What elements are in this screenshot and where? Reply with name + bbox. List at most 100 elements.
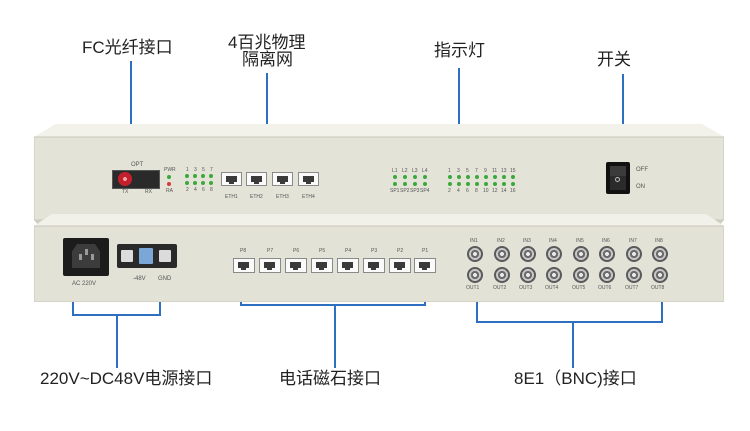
eth-port-1[interactable]: [221, 172, 242, 186]
fiber-fc-port[interactable]: [118, 172, 132, 186]
phone-port-p2[interactable]: [389, 258, 411, 273]
eth-led: [209, 174, 213, 178]
e1-led: [511, 182, 515, 186]
bnc-in-5[interactable]: [573, 246, 589, 262]
ac-pin-icon: [85, 249, 88, 255]
dc-terminal-block[interactable]: [117, 244, 177, 268]
eth-port-2[interactable]: [246, 172, 267, 186]
e1-led: [448, 175, 452, 179]
eth-led: [193, 181, 197, 185]
bnc-in-label: IN8: [655, 238, 663, 244]
e1-led-label: 1: [448, 168, 451, 174]
callout-bracket-power: [72, 292, 74, 316]
callout-switch: 开关: [597, 50, 631, 69]
bnc-out-label: OUT1: [466, 285, 480, 291]
bnc-out-label: OUT4: [545, 285, 559, 291]
ac-pin-icon: [79, 254, 82, 260]
ac-socket-inner: [72, 244, 100, 268]
power-switch[interactable]: [610, 166, 626, 190]
e1-led: [457, 182, 461, 186]
bnc-in-4[interactable]: [546, 246, 562, 262]
e1-led: [484, 182, 488, 186]
e1-led-label: 3: [457, 168, 460, 174]
callout-phone: 电话磁石接口: [279, 369, 381, 388]
eth-led: [201, 181, 205, 185]
e1-led-label: 11: [492, 168, 498, 174]
e1-led-label: 6: [466, 188, 469, 194]
phone-port-label: P1: [422, 248, 429, 254]
pwr-led: [167, 175, 171, 179]
sfp-led-label: L4: [422, 168, 428, 174]
phone-port-label: P6: [293, 248, 300, 254]
e1-led: [457, 175, 461, 179]
ra-label: RA: [166, 188, 173, 194]
sfp-led-label: L3: [412, 168, 418, 174]
phone-port-p4[interactable]: [337, 258, 359, 273]
sfp-led: [413, 175, 417, 179]
bnc-out-label: OUT3: [519, 285, 533, 291]
bnc-out-1[interactable]: [467, 267, 483, 283]
eth-port-4[interactable]: [298, 172, 319, 186]
phone-port-p7[interactable]: [259, 258, 281, 273]
callout-eth-phys-line1: 4百兆物理: [228, 33, 306, 52]
bnc-in-label: IN5: [576, 238, 584, 244]
rx-label: RX: [145, 189, 152, 195]
e1-led-label: 12: [492, 188, 498, 194]
bnc-out-6[interactable]: [599, 267, 615, 283]
bnc-in-label: IN3: [523, 238, 531, 244]
dc-label: -48V: [133, 276, 146, 282]
sfp-led: [403, 182, 407, 186]
callout-line-eth: [266, 73, 268, 171]
eth-led: [185, 174, 189, 178]
callout-line-switch: [622, 74, 624, 168]
e1-led: [484, 175, 488, 179]
bnc-in-8[interactable]: [652, 246, 668, 262]
bnc-out-4[interactable]: [546, 267, 562, 283]
bnc-out-label: OUT7: [625, 285, 639, 291]
phone-port-p3[interactable]: [363, 258, 385, 273]
bnc-in-3[interactable]: [520, 246, 536, 262]
e1-led: [466, 182, 470, 186]
eth-led: [201, 174, 205, 178]
eth-led-label: 2: [186, 187, 189, 193]
bnc-out-2[interactable]: [494, 267, 510, 283]
terminal-screw-icon: [139, 248, 153, 264]
pwr-label: PWR: [164, 167, 176, 173]
sfp-led: [403, 175, 407, 179]
bnc-out-5[interactable]: [573, 267, 589, 283]
e1-led-label: 9: [484, 168, 487, 174]
bnc-in-7[interactable]: [626, 246, 642, 262]
phone-port-p6[interactable]: [285, 258, 307, 273]
eth-port-label: ETH2: [250, 194, 263, 200]
ac-power-socket[interactable]: [63, 238, 109, 276]
bnc-in-1[interactable]: [467, 246, 483, 262]
e1-led-label: 5: [466, 168, 469, 174]
eth-led-label: 8: [210, 187, 213, 193]
sfp-led: [393, 175, 397, 179]
eth-port-3[interactable]: [272, 172, 293, 186]
sfp-led-label: L1: [392, 168, 398, 174]
bnc-out-3[interactable]: [520, 267, 536, 283]
e1-led-label: 2: [448, 188, 451, 194]
callout-e1: 8E1（BNC)接口: [514, 369, 637, 388]
bnc-in-2[interactable]: [494, 246, 510, 262]
phone-port-p8[interactable]: [233, 258, 255, 273]
sfp-led: [393, 182, 397, 186]
eth-port-label: ETH1: [225, 194, 238, 200]
bnc-in-6[interactable]: [599, 246, 615, 262]
e1-led-label: 16: [510, 188, 516, 194]
phone-port-p1[interactable]: [414, 258, 436, 273]
e1-led: [502, 182, 506, 186]
eth-port-label: ETH3: [276, 194, 289, 200]
eth-led: [193, 174, 197, 178]
callout-bracket-e1: [476, 293, 478, 323]
e1-led: [502, 175, 506, 179]
bnc-out-7[interactable]: [626, 267, 642, 283]
e1-led: [466, 175, 470, 179]
bnc-out-8[interactable]: [652, 267, 668, 283]
e1-led: [493, 175, 497, 179]
phone-port-p5[interactable]: [311, 258, 333, 273]
eth-led-label: 4: [194, 187, 197, 193]
eth-led-label: 1: [186, 167, 189, 173]
e1-led-label: 15: [510, 168, 516, 174]
